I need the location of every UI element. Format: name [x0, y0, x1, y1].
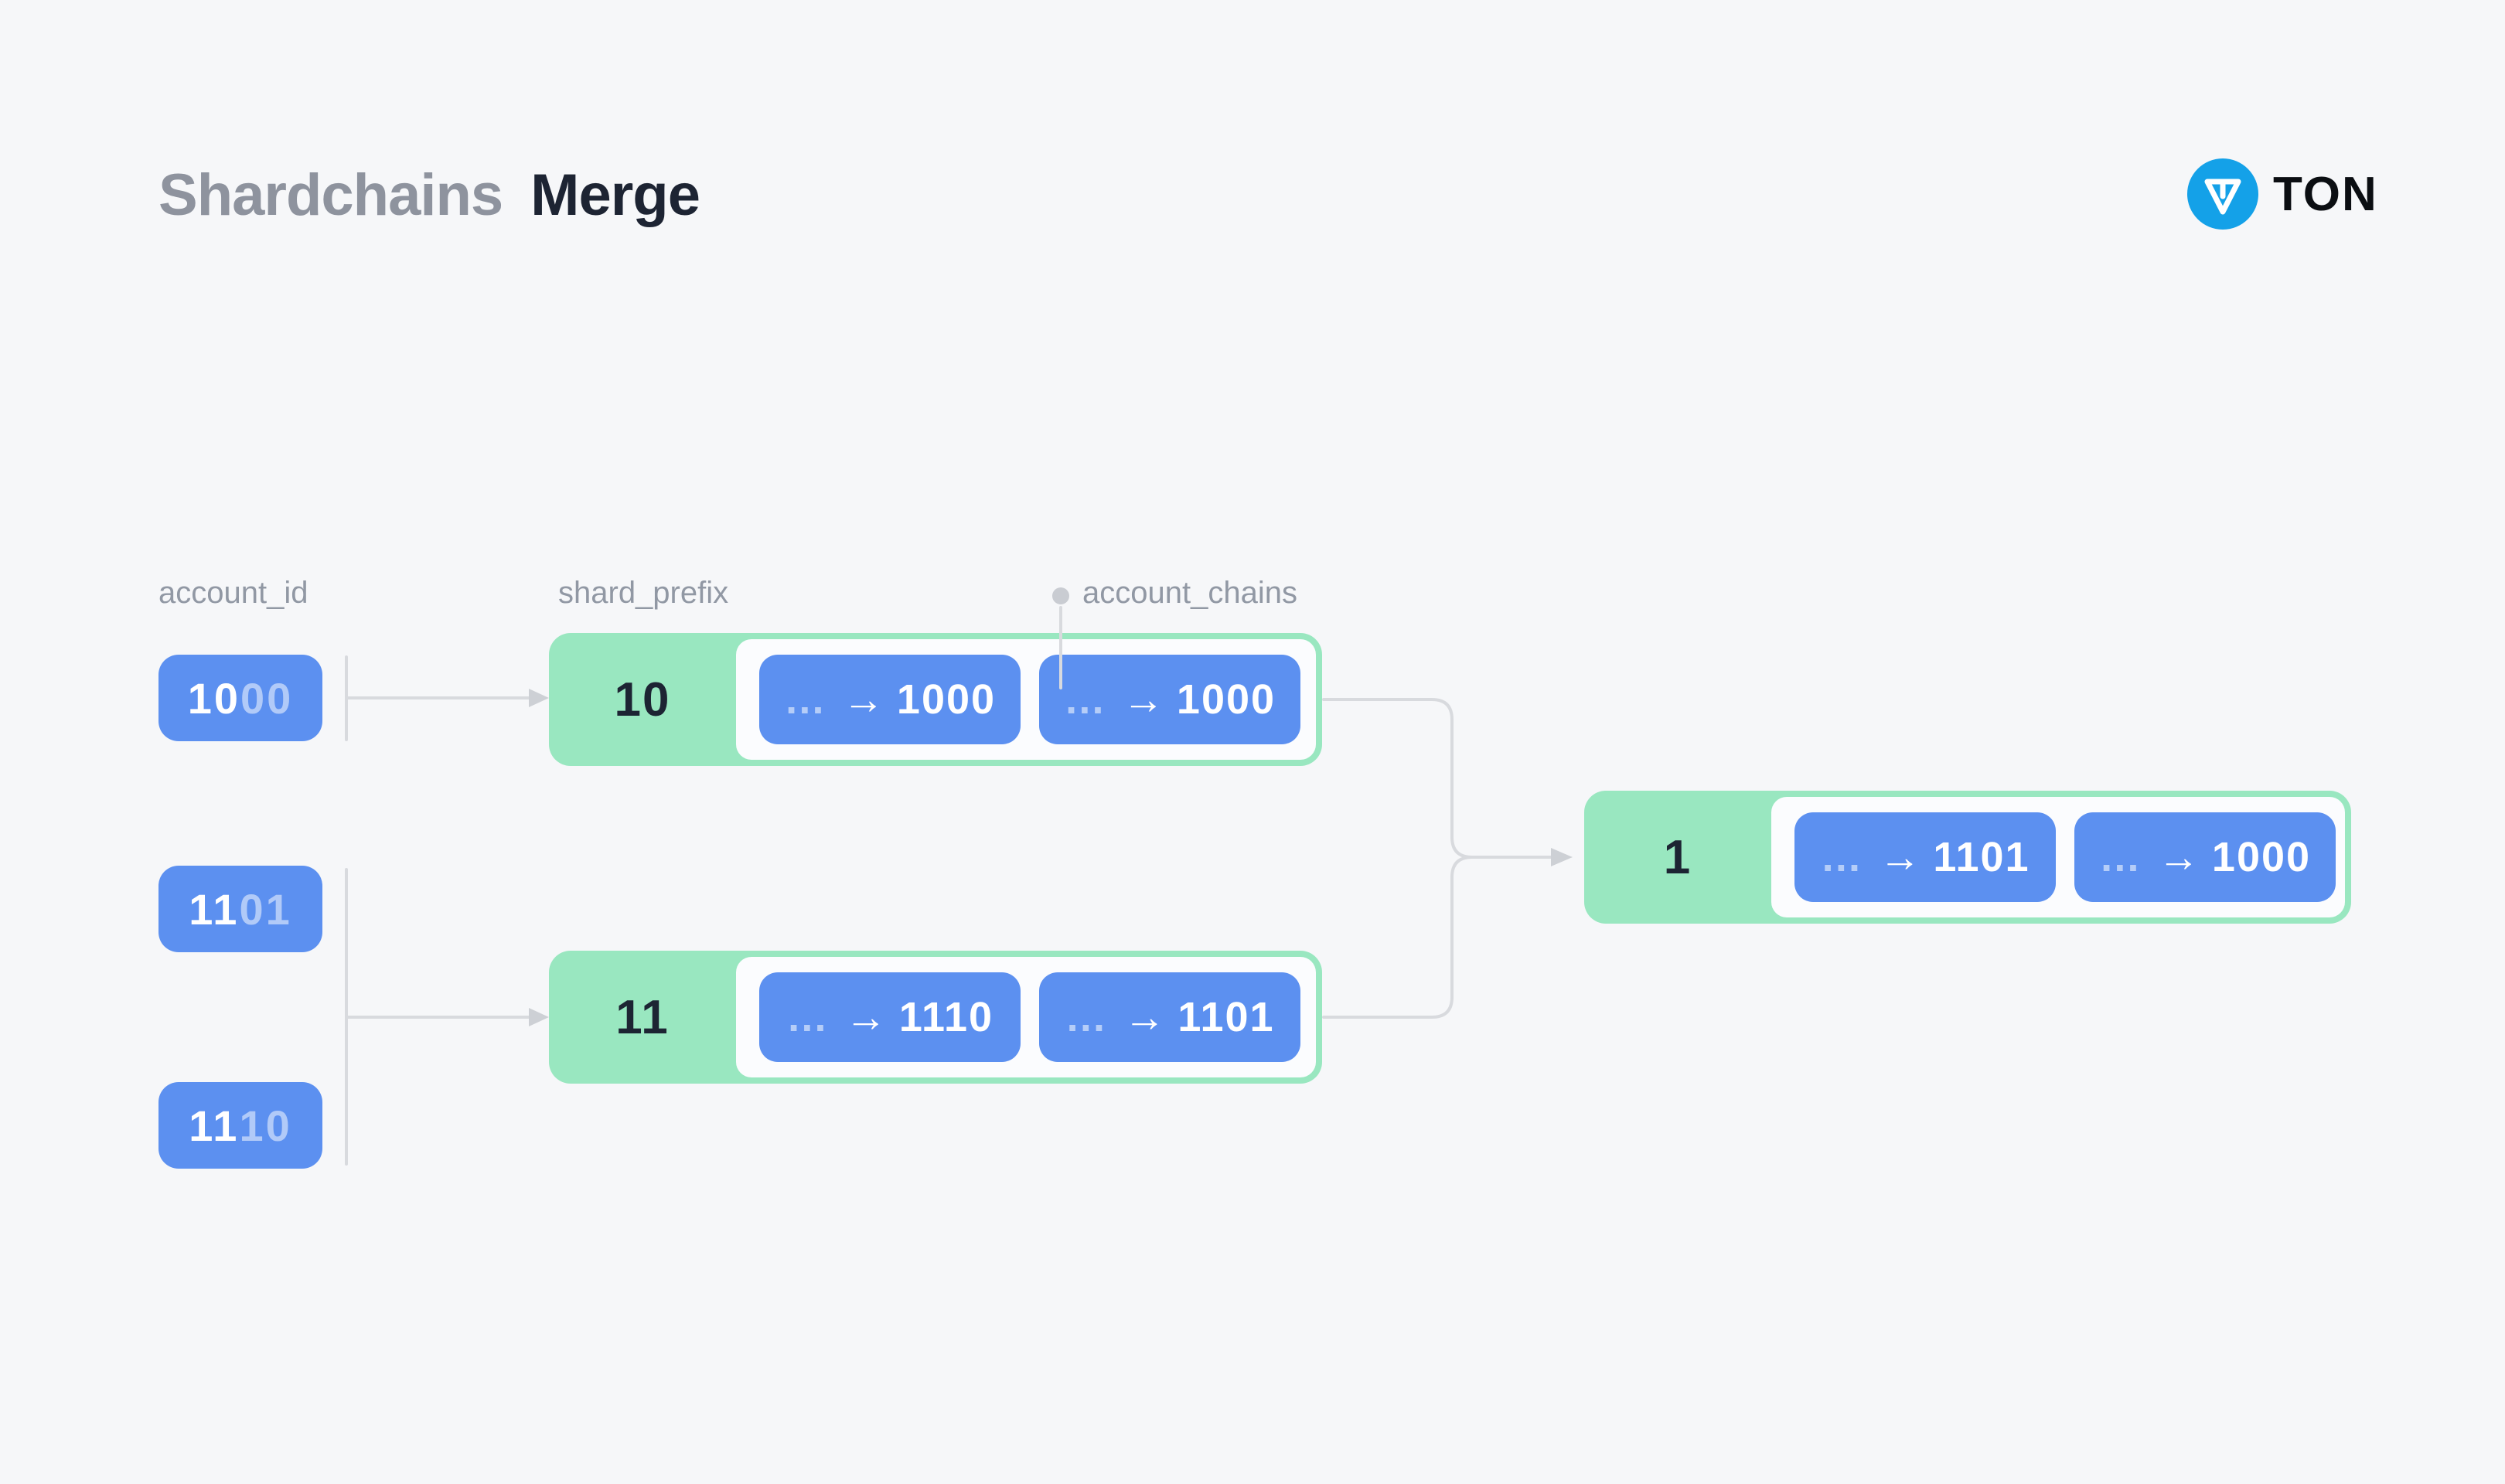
- account-chain-box: … → 1000: [759, 655, 1021, 744]
- account-chains-panel: … → 1101 … → 1000: [1771, 797, 2345, 917]
- account-id-prefix: 10: [187, 673, 240, 723]
- chain-value: 1000: [896, 676, 997, 723]
- arrowhead-shard10: [529, 689, 549, 707]
- account-chains-dot: [1052, 587, 1069, 604]
- page-title: Shardchains Merge: [158, 158, 700, 232]
- chain-value: 1000: [1176, 676, 1276, 723]
- chain-arrow-icon: →: [2157, 834, 2200, 880]
- chain-arrow-icon: →: [1879, 834, 1921, 880]
- connector-merge-top: [1322, 698, 1552, 859]
- chain-ellipsis: …: [783, 676, 827, 723]
- chain-arrow-icon: →: [1122, 676, 1164, 723]
- chain-ellipsis: …: [1820, 834, 1864, 880]
- shardchain-10: 10 … → 1000 … → 1000: [549, 633, 1322, 766]
- account-chain-box: … → 1000: [2074, 812, 2336, 902]
- chain-ellipsis: …: [1063, 676, 1107, 723]
- shardchain-11: 11 … → 1110 … → 1101: [549, 951, 1322, 1084]
- account-chain-box: … → 1101: [1794, 812, 2056, 902]
- shard-prefix-value: 1: [1663, 830, 1692, 884]
- chain-ellipsis: …: [786, 994, 830, 1040]
- chain-value: 1101: [1178, 994, 1275, 1040]
- ton-logo-text: TON: [2273, 167, 2378, 221]
- account-chains-panel: … → 1110 … → 1101: [736, 957, 1316, 1077]
- page-title-muted: Shardchains: [158, 162, 503, 228]
- ton-logo-icon: [2187, 158, 2258, 230]
- chain-arrow-icon: →: [1123, 994, 1166, 1040]
- account-id-prefix: 11: [189, 884, 240, 934]
- label-shard-prefix: shard_prefix: [558, 576, 729, 610]
- account-id-rest: 10: [239, 1101, 292, 1150]
- account-chain-box: … → 1000: [1039, 655, 1300, 744]
- chain-value: 1110: [898, 994, 994, 1040]
- label-account-chains: account_chains: [1082, 576, 1297, 610]
- shardchain-merged-1: 1 … → 1101 … → 1000: [1584, 791, 2351, 924]
- chain-value: 1101: [1933, 834, 2030, 880]
- ton-logo: TON: [2186, 158, 2378, 230]
- account-id-rest: 00: [240, 673, 294, 723]
- account-id-rest: 01: [239, 884, 292, 934]
- arrowhead-merged: [1551, 848, 1573, 866]
- chain-arrow-icon: →: [842, 676, 884, 723]
- account-chains-panel: … → 1000 … → 1000: [736, 639, 1316, 760]
- connector-merge-bottom: [1322, 856, 1474, 1019]
- account-chain-box: … → 1101: [1039, 972, 1300, 1062]
- chain-arrow-icon: →: [844, 994, 887, 1040]
- account-id-prefix: 11: [189, 1101, 240, 1150]
- chain-ellipsis: …: [2098, 834, 2142, 880]
- arrowhead-shard11: [529, 1008, 549, 1026]
- shard-prefix-value: 11: [615, 990, 670, 1044]
- chain-value: 1000: [2211, 834, 2312, 880]
- chain-ellipsis: …: [1065, 994, 1109, 1040]
- label-account-id: account_id: [158, 576, 308, 610]
- page-title-strong: Merge: [530, 162, 700, 228]
- shard-prefix-value: 10: [614, 672, 671, 727]
- account-chain-box: … → 1110: [759, 972, 1021, 1062]
